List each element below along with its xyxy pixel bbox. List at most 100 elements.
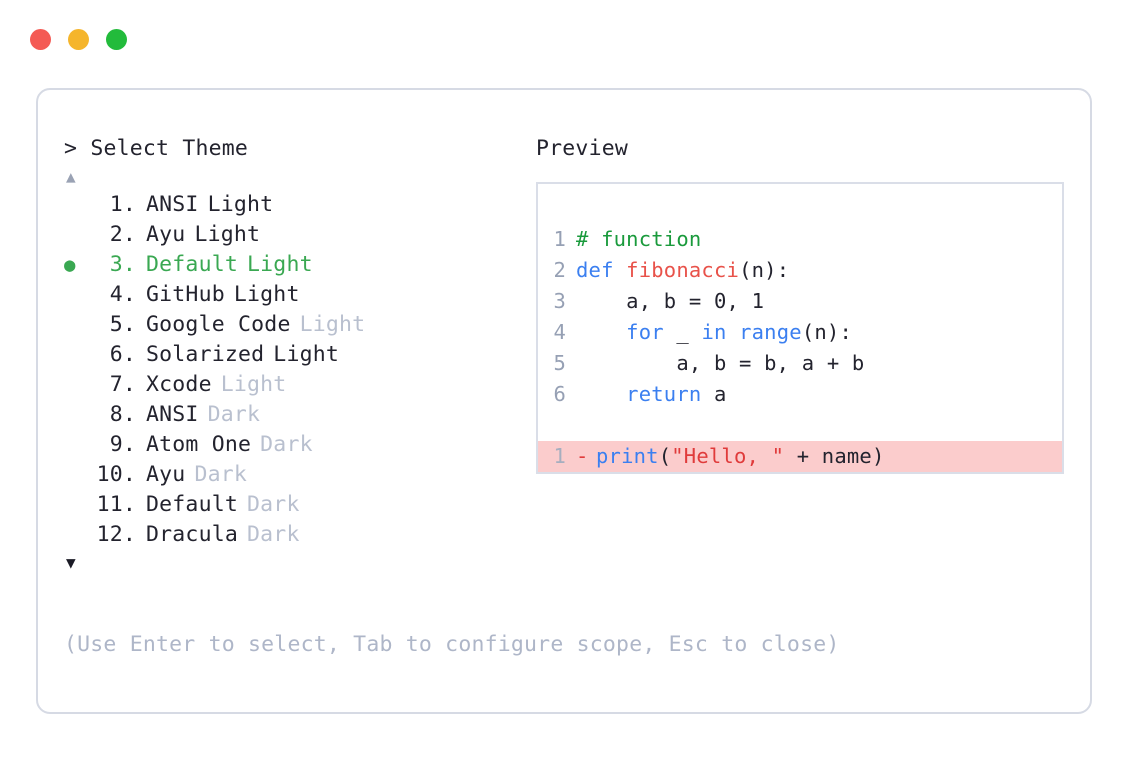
window-traffic-lights — [30, 29, 127, 50]
preview-label: Preview — [536, 136, 629, 161]
code-token-plain — [576, 320, 626, 344]
theme-item-index: 2. — [109, 222, 136, 247]
code-token-keyword: return — [626, 382, 702, 406]
theme-item-variant-tag: Light — [299, 312, 366, 337]
selection-bullet-icon: ● — [64, 490, 90, 520]
selection-bullet-icon: ● — [64, 460, 90, 490]
scroll-down-arrow-icon[interactable]: ▼ — [66, 553, 76, 572]
theme-item-index: 4. — [109, 282, 136, 307]
scroll-up-arrow-icon[interactable]: ▲ — [66, 167, 76, 186]
diff-lines-container: 1-print("Hello, " + name)1+print(f"Hello… — [538, 441, 1062, 474]
theme-item-variant-tag: Light — [247, 252, 313, 277]
theme-item-name: Atom One — [146, 432, 252, 457]
code-token-func: fibonacci — [626, 258, 740, 282]
code-token-plain: (n): — [801, 320, 852, 344]
theme-item-index: 10. — [96, 462, 136, 487]
selection-bullet-icon: ● — [64, 520, 90, 550]
theme-item-name: ANSI — [146, 402, 199, 427]
theme-selection-column: > Select Theme ▲ ●1.ANSILight●2.AyuLight… — [64, 134, 534, 576]
theme-item-name: Google Code — [146, 312, 291, 337]
code-token-comment: # function — [576, 227, 702, 251]
code-token-builtin: print — [596, 444, 659, 468]
theme-item-name: Default — [146, 492, 239, 517]
code-line-number: 3 — [553, 289, 566, 313]
close-button-icon[interactable] — [30, 29, 51, 50]
code-token-keyword: for — [626, 320, 664, 344]
theme-item-index: 9. — [109, 432, 136, 457]
code-token-plain: (n): — [739, 258, 790, 282]
code-line-text: def fibonacci(n): — [576, 255, 1062, 286]
code-line-text: a, b = 0, 1 — [576, 286, 1062, 317]
selection-bullet-icon: ● — [64, 280, 90, 310]
theme-item-variant-tag: Dark — [247, 492, 300, 517]
diff-line-number: 1 — [553, 444, 566, 468]
diff-marker-icon: - — [576, 444, 589, 468]
theme-item-name: Ayu — [146, 462, 186, 487]
code-line: 5 a, b = b, a + b — [538, 348, 1062, 379]
theme-item-variant-tag: Light — [233, 282, 300, 307]
code-token-plain: a, b = 0, 1 — [576, 289, 765, 313]
theme-list: ●1.ANSILight●2.AyuLight●3.DefaultLight●4… — [64, 190, 534, 550]
theme-item-variant-tag: Light — [220, 372, 287, 397]
theme-list-item[interactable]: ● 2. Ayu Light — [64, 220, 534, 250]
code-token-plain: a, b = b, a + b — [576, 351, 865, 375]
code-line: 1 # function — [538, 224, 1062, 255]
theme-item-name: GitHub — [146, 282, 225, 307]
theme-item-index: 11. — [96, 492, 136, 517]
code-blank-line — [538, 410, 1062, 441]
selection-bullet-icon: ● — [64, 254, 76, 276]
theme-item-variant-tag: Dark — [207, 402, 261, 427]
code-line-text: # function — [576, 224, 1062, 255]
code-token-plain: + name) — [784, 444, 885, 468]
code-line-number: 6 — [553, 382, 566, 406]
diff-line-text: print("Hello, " + name) — [596, 441, 1062, 472]
theme-item-index: 7. — [109, 372, 136, 397]
code-line-number: 1 — [553, 227, 566, 251]
theme-item-index: 1. — [109, 192, 136, 217]
code-token-keyword: in — [701, 320, 727, 344]
code-token-plain — [576, 382, 626, 406]
theme-item-index: 8. — [109, 402, 136, 427]
diff-line-add: 1+print(f"Hello, {name}!") — [538, 472, 1062, 474]
theme-item-name: Solarized — [146, 342, 265, 367]
minimize-button-icon[interactable] — [68, 29, 89, 50]
code-token-plain: ( — [658, 444, 672, 468]
theme-item-index: 6. — [109, 342, 136, 367]
maximize-button-icon[interactable] — [106, 29, 127, 50]
code-line-number: 4 — [553, 320, 566, 344]
theme-item-index: 3. — [109, 252, 136, 277]
code-line-text: return a — [576, 379, 1062, 410]
theme-item-name: Ayu — [146, 222, 186, 247]
diff-line-number: 1 — [538, 472, 576, 474]
code-token-keyword: def — [576, 258, 627, 282]
theme-item-name: Default — [146, 252, 239, 277]
selection-bullet-icon: ● — [64, 220, 90, 250]
selection-bullet-icon: ● — [64, 430, 90, 460]
theme-item-index: 12. — [96, 522, 136, 547]
selection-bullet-icon: ● — [64, 340, 90, 370]
theme-item-name: ANSI — [146, 192, 199, 217]
code-token-plain: _ — [663, 320, 702, 344]
code-line-text: for _ in range(n): — [576, 317, 1062, 348]
theme-item-variant-tag: Light — [207, 192, 274, 217]
theme-list-item[interactable]: ● 3. Default Light — [64, 250, 534, 280]
theme-list-item[interactable]: ●11. Default Dark — [64, 490, 534, 520]
code-line: 6 return a — [538, 379, 1062, 410]
code-token-string: "Hello, " — [671, 444, 785, 468]
theme-picker-panel: > Select Theme ▲ ●1.ANSILight●2.AyuLight… — [36, 88, 1092, 714]
theme-item-variant-tag: Light — [194, 222, 261, 247]
code-line-number: 2 — [553, 258, 566, 282]
code-line-number: 5 — [553, 351, 566, 375]
code-line: 2 def fibonacci(n): — [538, 255, 1062, 286]
theme-list-item[interactable]: ● 4. GitHub Light — [64, 280, 534, 310]
